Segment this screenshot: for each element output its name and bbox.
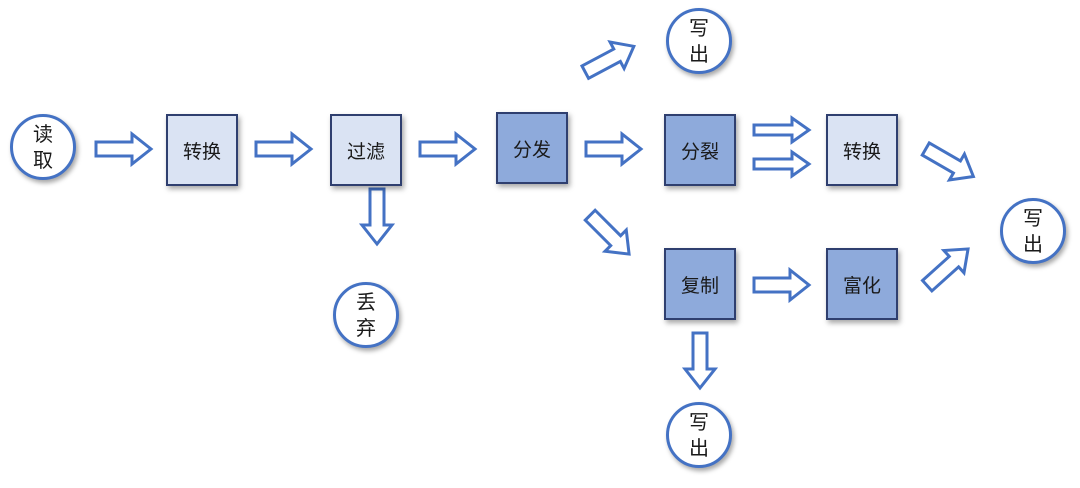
node-dispatch: 分发	[496, 112, 568, 184]
node-transform-2-label: 转换	[842, 140, 881, 163]
node-filter: 过滤	[330, 114, 402, 186]
arrow-dispatch-to-write-top	[579, 39, 636, 81]
node-discard: 丢弃	[333, 282, 399, 348]
arrow-dispatch-to-split	[584, 130, 644, 168]
node-replicate: 复制	[664, 248, 736, 320]
node-write-right-label: 写出	[1023, 206, 1043, 256]
node-read: 读取	[10, 114, 76, 180]
arrow-replicate-to-write-bottom	[681, 331, 719, 391]
node-filter-label: 过滤	[346, 140, 385, 163]
node-dispatch-label: 分发	[512, 138, 551, 161]
node-write-bottom-label: 写出	[689, 410, 709, 460]
arrow-split-to-transform-lower	[752, 149, 812, 179]
node-enrich: 富化	[826, 248, 898, 320]
node-transform-2: 转换	[826, 114, 898, 186]
node-write-top: 写出	[666, 8, 732, 74]
arrow-filter-to-discard	[358, 187, 396, 247]
node-transform-1-label: 转换	[182, 140, 221, 163]
node-transform-1: 转换	[166, 114, 238, 186]
node-discard-label: 丢弃	[356, 290, 376, 340]
arrow-read-to-transform	[94, 130, 154, 168]
arrow-filter-to-dispatch	[418, 130, 478, 168]
node-write-right: 写出	[1000, 198, 1066, 264]
arrow-split-to-transform-upper	[752, 115, 812, 145]
arrow-transform-to-filter	[254, 130, 314, 168]
node-write-top-label: 写出	[689, 16, 709, 66]
node-read-label: 读取	[33, 122, 53, 172]
arrow-replicate-to-enrich	[752, 266, 812, 304]
node-split: 分裂	[664, 114, 736, 186]
arrow-transform-to-write-right	[920, 140, 976, 182]
node-split-label: 分裂	[680, 140, 719, 163]
node-write-bottom: 写出	[666, 402, 732, 468]
node-replicate-label: 复制	[680, 274, 719, 297]
arrow-dispatch-to-replicate	[583, 208, 631, 256]
arrow-enrich-to-write-right	[920, 247, 970, 294]
node-enrich-label: 富化	[842, 274, 881, 297]
